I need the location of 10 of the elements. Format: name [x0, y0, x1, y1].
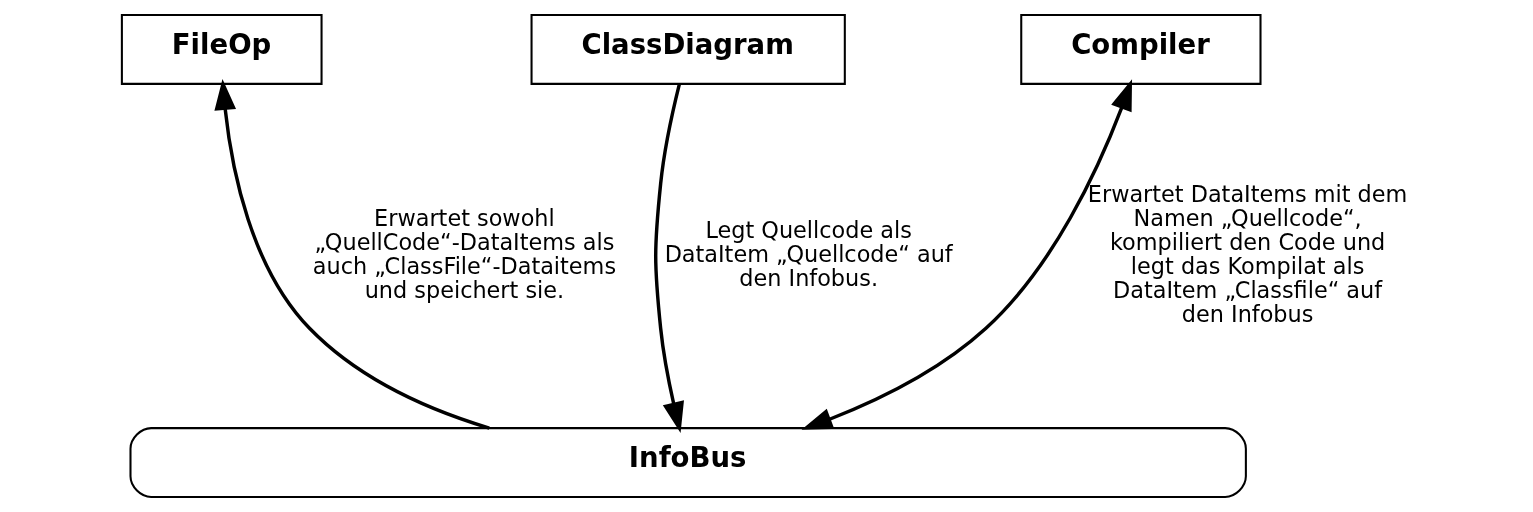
edge-label: Legt Quellcode als DataItem „Quellcode“ auf den Infobus.	[664, 216, 953, 291]
node-box: ClassDiagram	[530, 14, 846, 85]
node-box: InfoBus	[129, 427, 1247, 498]
node-box: FileOp	[120, 14, 323, 85]
arrow	[214, 78, 490, 430]
arrow	[654, 83, 684, 433]
arrow	[801, 79, 1133, 430]
edge-label: Erwartet sowohl „QuellCode“-DataItems als auch „ClassFile“-Dataitems und speichert sie.	[312, 204, 617, 303]
edge-label: Erwartet DataItems mit dem Namen „Quellcode“, kompiliert den Code und legt das Kompilat als DataItem „Classfile“ auf den Infobus	[1087, 180, 1408, 328]
node-box: Compiler	[1020, 14, 1262, 85]
